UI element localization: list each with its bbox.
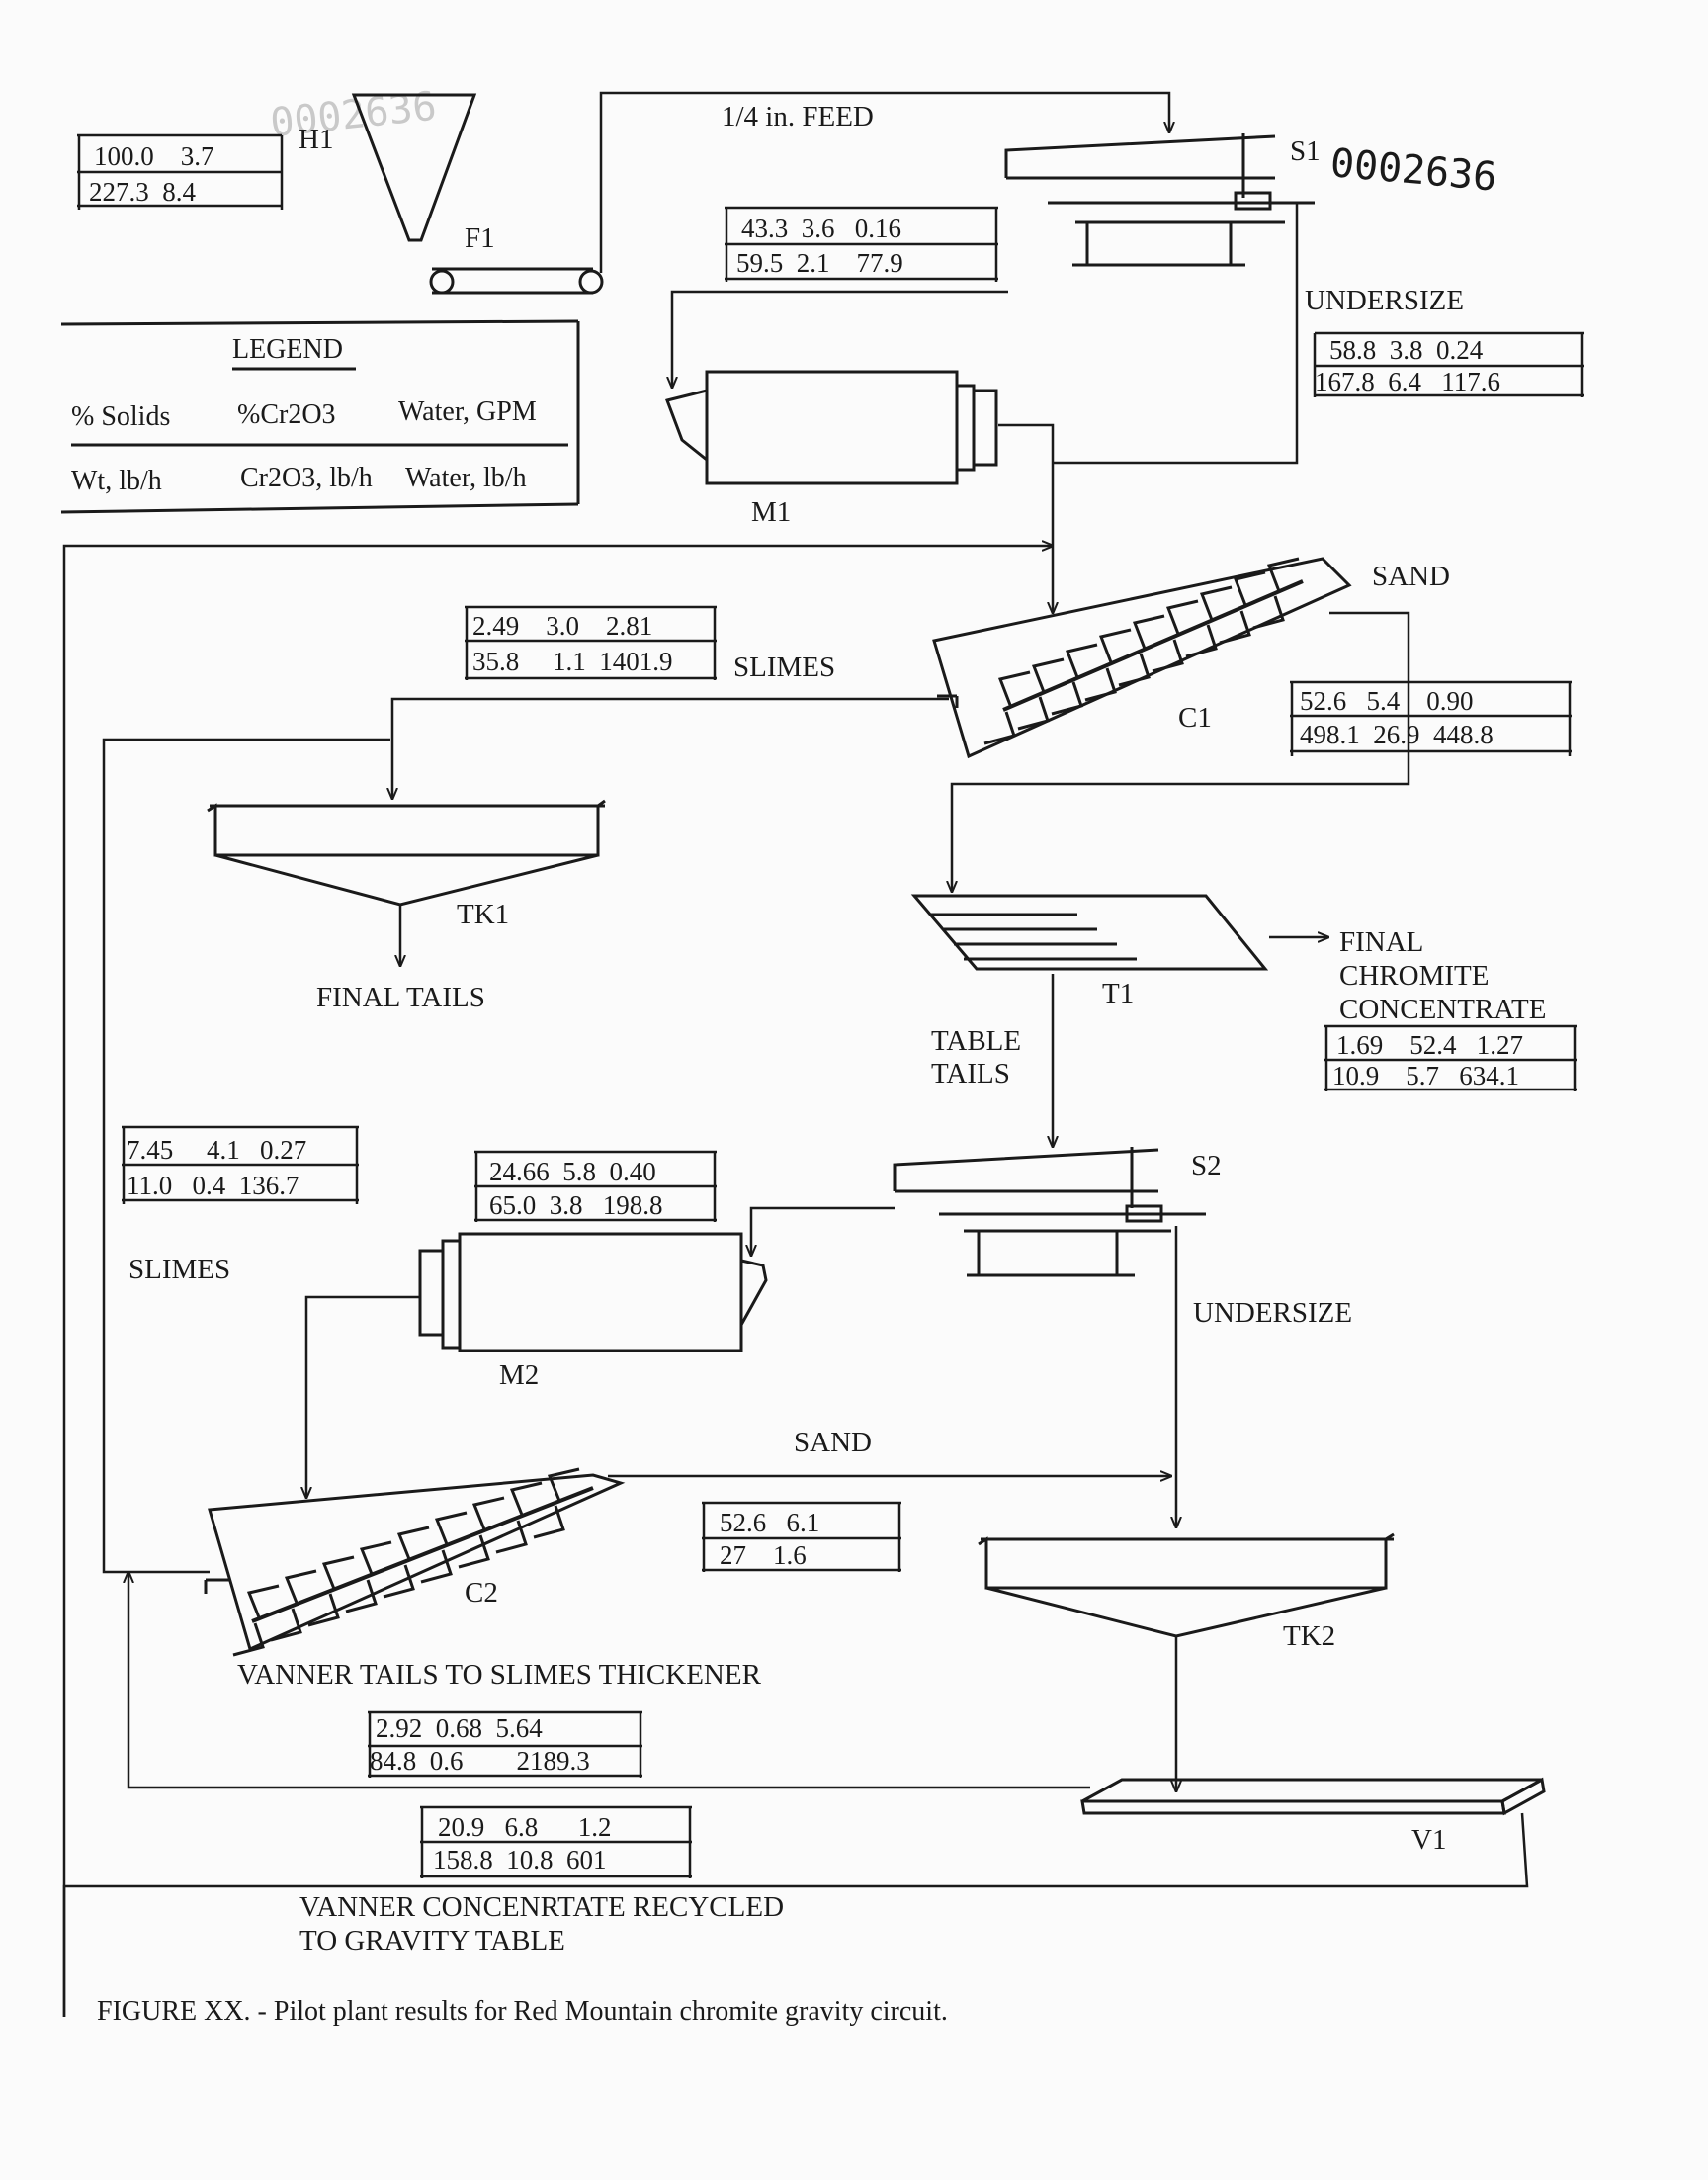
vanner-tails-label: VANNER TAILS TO SLIMES THICKENER [237, 1659, 762, 1691]
unit-label-m2: M2 [499, 1359, 539, 1391]
box-h1-row2: 227.3 8.4 [89, 177, 197, 207]
s2-oversize-to-m2-line [751, 1206, 895, 1256]
c1-slimes-to-tk1-line [392, 697, 949, 799]
figure-caption: FIGURE XX. - Pilot plant results for Red… [97, 1996, 948, 2027]
id-stamp: 0002636 [1328, 140, 1498, 201]
unit-labels: H1 F1 S1 M1 C1 TK1 T1 S2 M2 C2 TK2 V1 [299, 124, 1446, 1856]
table-t1 [910, 894, 1269, 971]
feeder-belt-f1 [429, 267, 604, 295]
hopper-h1 [351, 93, 477, 242]
box-c2-sand-row1: 52.6 6.1 [720, 1508, 819, 1537]
vanner-tails-line [128, 1572, 1090, 1789]
box-final-concentrate-row2: 10.9 5.7 634.1 [1332, 1061, 1519, 1090]
stream-labels: 1/4 in. FEED UNDERSIZE SAND SLIMES FINAL… [128, 101, 1546, 1957]
faint-id-stamp: 0002636 [268, 84, 438, 146]
vanner-concentrate-recycle-line [62, 546, 1053, 2017]
sand-label-c1: SAND [1372, 561, 1450, 592]
vanner-concentrate-label-line1: VANNER CONCENRTATE RECYCLED [299, 1891, 784, 1923]
legend-weight: Wt, lb/h [71, 466, 162, 496]
flow-lines [62, 91, 1529, 2017]
feed-line [599, 91, 1169, 273]
c1-sand-to-t1-line [952, 611, 1410, 892]
box-m2-slimes-row2: 11.0 0.4 136.7 [127, 1171, 299, 1200]
s1-oversize-to-m1-line [672, 290, 1008, 388]
data-box-frames [77, 133, 1584, 1878]
unit-label-tk1: TK1 [457, 899, 509, 930]
legend-water-gpm: Water, GPM [398, 396, 537, 427]
box-s2-oversize-row1: 24.66 5.8 0.40 [489, 1157, 656, 1186]
unit-label-s1: S1 [1290, 135, 1321, 167]
s1-undersize-line [1053, 203, 1299, 465]
unit-label-h1: H1 [299, 124, 333, 155]
c2-slimes-to-tk1-line [102, 738, 390, 1574]
legend-frame [60, 319, 580, 514]
unit-label-v1: V1 [1411, 1824, 1446, 1856]
vanner-concentrate-label-line2: TO GRAVITY TABLE [299, 1925, 565, 1957]
legend-cr2o3-weight: Cr2O3, lb/h [240, 463, 373, 493]
data-box-values: 100.0 3.7 227.3 8.4 43.3 3.6 0.16 59.5 2… [89, 141, 1523, 1875]
equipment-outlines [60, 93, 1546, 1816]
m1-to-c1-line [998, 423, 1053, 613]
classifier-c2 [204, 1467, 626, 1657]
classifier-c1 [932, 557, 1352, 759]
m2-to-c2-line [306, 1295, 420, 1498]
unit-label-tk2: TK2 [1283, 1620, 1335, 1652]
unit-label-c2: C2 [465, 1577, 498, 1609]
box-s2-oversize-row2: 65.0 3.8 198.8 [489, 1190, 663, 1220]
table-tails-label-line2: TAILS [931, 1058, 1010, 1090]
unit-label-f1: F1 [465, 222, 495, 254]
mill-m1 [665, 370, 998, 485]
box-c1-slimes-row2: 35.8 1.1 1401.9 [472, 647, 673, 676]
final-concentrate-label-line2: CHROMITE [1339, 960, 1489, 992]
box-s1-undersize-row2: 167.8 6.4 117.6 [1315, 367, 1500, 396]
table-tails-label-line1: TABLE [931, 1025, 1021, 1057]
slimes-label-c2: SLIMES [128, 1254, 230, 1285]
box-s1-oversize-row1: 43.3 3.6 0.16 [741, 214, 901, 243]
legend: LEGEND % Solids %Cr2O3 Water, GPM Wt, lb… [71, 334, 537, 496]
box-vanner-concentrate-row2: 158.8 10.8 601 [433, 1845, 607, 1875]
box-h1-row1: 100.0 3.7 [94, 141, 214, 171]
final-concentrate-label-line1: FINAL [1339, 926, 1423, 958]
final-tails-label: FINAL TAILS [316, 982, 485, 1013]
box-s1-undersize-row1: 58.8 3.8 0.24 [1329, 335, 1484, 365]
screen-s1 [1004, 133, 1315, 267]
mill-m2 [418, 1232, 768, 1352]
screen-s2 [893, 1147, 1206, 1277]
sand-label-c2: SAND [794, 1427, 872, 1458]
legend-title: LEGEND [232, 334, 343, 365]
feed-label: 1/4 in. FEED [722, 101, 874, 132]
box-vanner-tails-row2: 84.8 0.6 2189.3 [370, 1746, 590, 1776]
box-vanner-concentrate-row1: 20.9 6.8 1.2 [438, 1812, 612, 1842]
box-c1-sand-row2: 498.1 26.9 448.8 [1300, 720, 1494, 749]
final-concentrate-label-line3: CONCENTRATE [1339, 994, 1546, 1025]
thickener-tk1 [207, 799, 606, 907]
vanner-concentrate-bottom-line [62, 1812, 1529, 2017]
box-c1-sand-row1: 52.6 5.4 0.90 [1300, 686, 1474, 716]
slimes-label-c1: SLIMES [733, 652, 835, 683]
legend-percent-solids: % Solids [71, 401, 170, 432]
undersize-label-s1: UNDERSIZE [1305, 285, 1464, 316]
box-c2-sand-row2: 27 1.6 [720, 1540, 807, 1570]
box-c1-slimes-row1: 2.49 3.0 2.81 [472, 611, 652, 641]
box-s1-oversize-row2: 59.5 2.1 77.9 [736, 248, 903, 278]
unit-label-m1: M1 [751, 496, 791, 528]
box-m2-slimes-row1: 7.45 4.1 0.27 [127, 1135, 306, 1165]
unit-label-t1: T1 [1102, 978, 1134, 1009]
legend-water-weight: Water, lb/h [405, 463, 527, 493]
vanner-v1 [1080, 1777, 1546, 1816]
unit-label-s2: S2 [1191, 1150, 1222, 1181]
undersize-label-s2: UNDERSIZE [1193, 1297, 1352, 1329]
box-final-concentrate-row1: 1.69 52.4 1.27 [1336, 1030, 1523, 1060]
box-vanner-tails-row1: 2.92 0.68 5.64 [376, 1713, 543, 1743]
unit-label-c1: C1 [1178, 702, 1212, 734]
legend-percent-cr2o3: %Cr2O3 [237, 399, 336, 430]
